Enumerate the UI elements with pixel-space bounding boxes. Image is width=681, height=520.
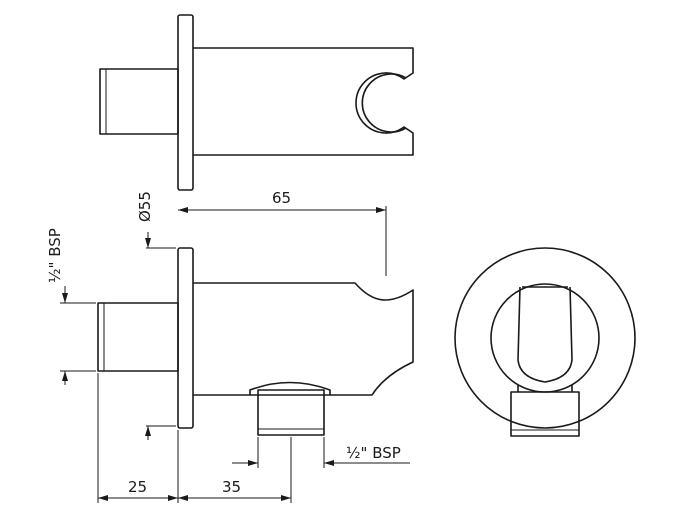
side-view [97,247,414,436]
dim-outlet-thread: ½" BSP [232,437,410,468]
side-flange [177,247,194,429]
dim-bottom: 25 35 [97,373,292,503]
front-flange-circle [454,247,636,429]
dim-65-label: 65 [272,189,291,207]
top-flange [177,14,194,191]
front-outlet-thread [510,391,580,437]
dim-inlet-thread-label: ½" BSP [46,228,64,283]
top-inlet-thread [99,68,179,135]
front-body-circle [490,283,600,393]
dim-diameter: Ø55 [136,191,176,440]
dim-diameter-label: Ø55 [136,191,154,222]
top-holder-body [193,47,414,156]
dim-65: 65 [178,189,387,276]
side-holder-body [193,282,414,396]
side-inlet-thread [97,302,179,372]
dim-outlet-thread-label: ½" BSP [346,444,401,462]
side-outlet-thread [257,389,325,436]
top-view [99,14,414,191]
dim-inlet-thread: ½" BSP [46,228,96,385]
front-view [454,247,636,437]
front-cradle [517,286,573,383]
side-outlet-boss [249,381,331,395]
dim-35-label: 35 [222,478,241,496]
dim-25-label: 25 [128,478,147,496]
